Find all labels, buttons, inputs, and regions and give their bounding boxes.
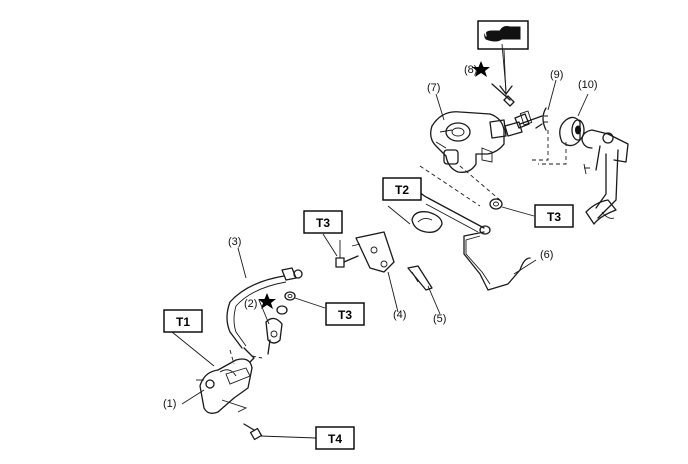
torque-box-t3-upper: T3	[534, 204, 574, 228]
torque-label-t3-upper: T3	[547, 210, 561, 224]
star-mark-lower	[258, 293, 276, 309]
part-label-6: (6)	[540, 249, 553, 261]
torque-box-t4: T4	[315, 426, 355, 450]
part-label-9: (9)	[550, 69, 563, 81]
part-label-4: (4)	[393, 309, 406, 321]
clutch-pedal	[581, 129, 629, 225]
bushing	[559, 116, 585, 147]
torque-label-t3-lower: T3	[338, 308, 352, 322]
alignment-line-master	[419, 165, 501, 207]
bolt-part-8-upper	[491, 43, 515, 107]
torque-label-t4: T4	[328, 432, 342, 446]
bracket-plate	[351, 231, 395, 273]
grease-symbol-icon	[477, 20, 529, 50]
torque-box-t1: T1	[163, 309, 203, 333]
torque-label-t3-left: T3	[316, 216, 330, 230]
part-label-7: (7)	[427, 82, 440, 94]
part-label-2: (2)	[244, 298, 257, 310]
nut-t3-upper	[489, 198, 535, 217]
part-label-10: (10)	[578, 79, 598, 91]
clutch-hose	[226, 267, 303, 363]
part-label-5: (5)	[433, 313, 446, 325]
union-bolt-assembly	[265, 291, 326, 355]
clip	[407, 265, 433, 291]
torque-box-t3-lower: T3	[325, 302, 365, 326]
star-mark-upper	[472, 61, 490, 77]
torque-label-t1: T1	[176, 315, 190, 329]
push-rod	[514, 110, 543, 129]
torque-box-t2: T2	[382, 177, 422, 201]
torque-box-t3-left: T3	[303, 210, 343, 234]
clutch-pipe	[409, 177, 531, 291]
clutch-master-cylinder	[430, 111, 523, 173]
part-label-3: (3)	[228, 236, 241, 248]
part-label-1: (1)	[163, 398, 176, 410]
bolt-t3-left	[335, 240, 359, 268]
operating-cylinder	[196, 349, 253, 414]
leader-lines	[171, 49, 589, 405]
torque-label-t2: T2	[395, 183, 409, 197]
part-label-8-upper: (8)	[464, 64, 477, 76]
clevis-pin	[535, 107, 548, 131]
bolt-t4	[243, 423, 317, 441]
alignment-line-pin	[530, 130, 567, 165]
